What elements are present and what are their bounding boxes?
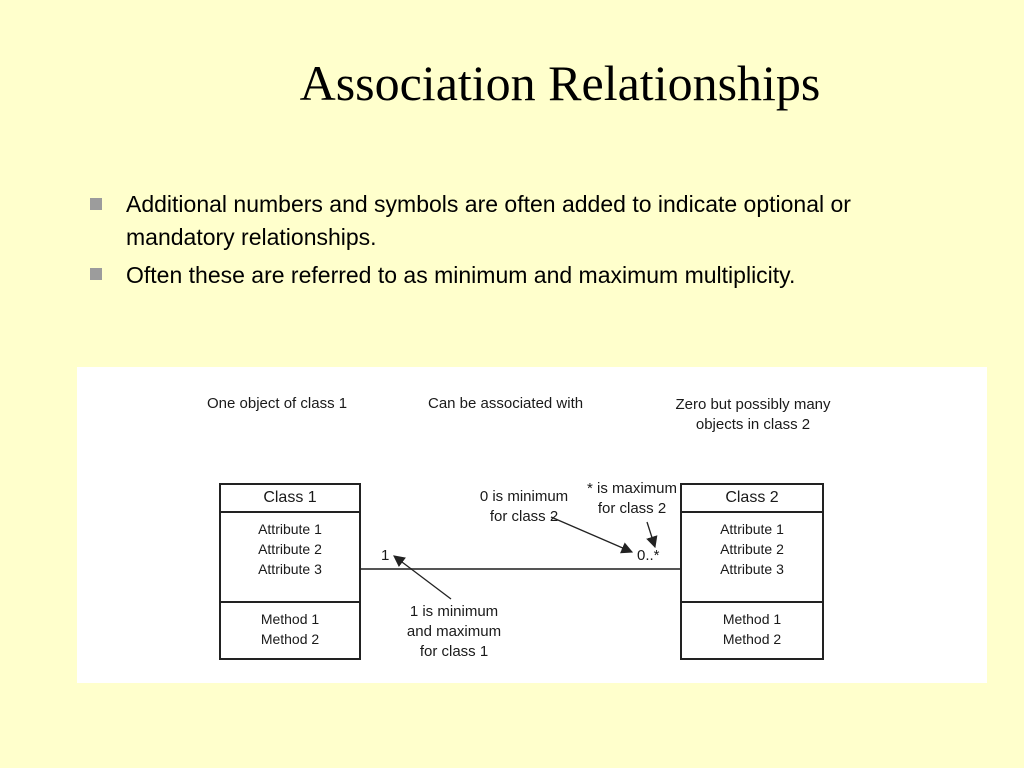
class-2-box: Class 2 Attribute 1 Attribute 2 Attribut… <box>680 483 824 660</box>
bullet-item: Additional numbers and symbols are often… <box>90 188 920 254</box>
class-1-attributes: Attribute 1 Attribute 2 Attribute 3 <box>221 513 359 603</box>
bullet-text: Often these are referred to as minimum a… <box>126 262 796 288</box>
class-1-methods: Method 1 Method 2 <box>260 611 320 647</box>
uml-association-diagram: One object of class 1 Can be associated … <box>77 367 987 683</box>
square-bullet-icon <box>90 198 102 210</box>
note-one-min-max: 1 is minimum and maximum for class 1 <box>406 603 502 660</box>
slide-title: Association Relationships <box>299 55 821 111</box>
note-zero-minimum: 0 is minimum for class 2 <box>479 488 569 525</box>
note-star-maximum: * is maximum for class 2 <box>586 480 677 517</box>
bullet-list: Additional numbers and symbols are often… <box>90 188 920 296</box>
multiplicity-left: 1 <box>381 547 390 564</box>
class-2-name: Class 2 <box>682 485 822 513</box>
caption-left: One object of class 1 <box>207 395 348 412</box>
square-bullet-icon <box>90 268 102 280</box>
class-1-name: Class 1 <box>221 485 359 513</box>
caption-right: Zero but possibly many objects in class … <box>675 396 831 433</box>
caption-middle: Can be associated with <box>428 395 584 412</box>
class-2-attributes: Attribute 1 Attribute 2 Attribute 3 <box>682 513 822 603</box>
diagram-connectors <box>361 516 681 600</box>
bullet-item: Often these are referred to as minimum a… <box>90 254 920 296</box>
class-2-methods: Method 1 Method 2 <box>722 611 782 647</box>
arrow-star-label <box>646 521 658 549</box>
class-1-box: Class 1 Attribute 1 Attribute 2 Attribut… <box>219 483 361 660</box>
bullet-text: Additional numbers and symbols are often… <box>126 191 851 250</box>
multiplicity-right: 0..* <box>637 547 660 564</box>
arrow-zero-label <box>550 516 634 554</box>
arrow-one-label <box>393 555 452 600</box>
